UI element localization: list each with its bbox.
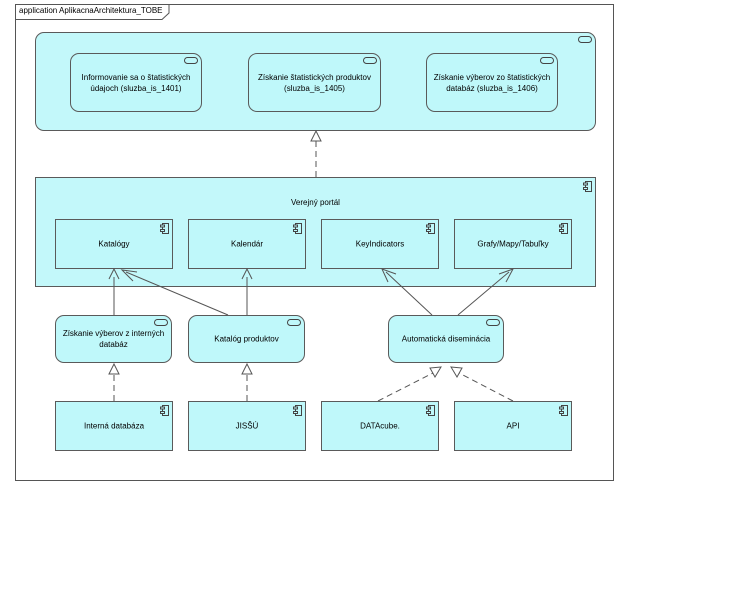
katalogy-label: Katalógy xyxy=(98,239,130,249)
automaticka-diseminacia-label: Automatická diseminácia xyxy=(401,334,491,344)
component-icon xyxy=(160,405,169,416)
edge-autodis-to-keyindicators xyxy=(381,268,433,316)
component-api[interactable]: API xyxy=(454,401,572,451)
edge-autodis-to-grafy xyxy=(457,268,515,316)
api-label: API xyxy=(506,421,520,431)
service-icon xyxy=(363,57,377,64)
verejny-portal-label: Verejný portál xyxy=(291,198,340,207)
component-jissu[interactable]: JISŠÚ xyxy=(188,401,306,451)
component-icon xyxy=(559,223,568,234)
katalog-produktov-label: Katalóg produktov xyxy=(214,334,279,344)
component-icon xyxy=(426,223,435,234)
function-icon xyxy=(154,319,168,326)
function-icon xyxy=(287,319,301,326)
component-grafy[interactable]: Grafy/Mapy/Tabuľky xyxy=(454,219,572,269)
service-icon xyxy=(578,36,592,43)
edge-jissu-to-katprod xyxy=(241,362,253,401)
diagram-frame xyxy=(15,4,614,481)
component-icon xyxy=(559,405,568,416)
component-datacube[interactable]: DATAcube. xyxy=(321,401,439,451)
function-icon xyxy=(486,319,500,326)
service-1406[interactable]: Získanie výberov zo štatistických databá… xyxy=(426,53,558,112)
keyindicators-label: KeyIndicators xyxy=(355,239,405,249)
service-icon xyxy=(540,57,554,64)
edge-datacube-to-autodis xyxy=(377,366,442,402)
service-icon xyxy=(184,57,198,64)
edge-portal-to-services xyxy=(310,129,322,177)
component-icon xyxy=(293,223,302,234)
service-1405[interactable]: Získanie štatistických produktov (sluzba… xyxy=(248,53,381,112)
edge-katprod-to-katalogy xyxy=(120,269,229,316)
grafy-label: Grafy/Mapy/Tabuľky xyxy=(477,239,549,249)
edge-katprod-to-kalendar xyxy=(241,267,253,315)
function-automaticka-diseminacia[interactable]: Automatická diseminácia xyxy=(388,315,504,363)
service-1401-label: Informovanie sa o štatistických údajoch … xyxy=(81,72,191,93)
component-icon xyxy=(583,181,592,192)
function-vyber-internych[interactable]: Získanie výberov z interných databáz xyxy=(55,315,172,363)
component-icon xyxy=(160,223,169,234)
edge-interna-to-vyberint xyxy=(108,362,120,401)
component-interna-databaza[interactable]: Interná databáza xyxy=(55,401,173,451)
component-icon xyxy=(293,405,302,416)
edge-api-to-autodis xyxy=(450,366,514,402)
service-1406-label: Získanie výberov zo štatistických databá… xyxy=(433,72,551,93)
function-katalog-produktov[interactable]: Katalóg produktov xyxy=(188,315,305,363)
datacube-label: DATAcube. xyxy=(360,421,400,431)
service-1401[interactable]: Informovanie sa o štatistických údajoch … xyxy=(70,53,202,112)
kalendar-label: Kalendár xyxy=(230,239,264,249)
component-katalogy[interactable]: Katalógy xyxy=(55,219,173,269)
interna-databaza-label: Interná databáza xyxy=(83,421,145,431)
frame-title: application AplikacnaArchitektura_TOBE xyxy=(19,6,163,15)
service-1405-label: Získanie štatistických produktov (sluzba… xyxy=(258,72,371,93)
component-icon xyxy=(426,405,435,416)
component-keyindicators[interactable]: KeyIndicators xyxy=(321,219,439,269)
edge-vyberint-to-katalogy xyxy=(108,267,120,315)
vyber-internych-label: Získanie výberov z interných databáz xyxy=(62,329,165,349)
jissu-label: JISŠÚ xyxy=(235,421,259,431)
